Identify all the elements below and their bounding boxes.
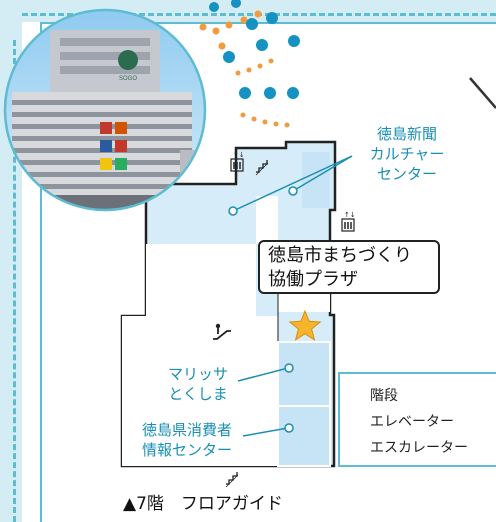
decorative-line [469, 77, 496, 109]
plaza-callout: 徳島市まちづくり 協働プラザ [258, 240, 440, 294]
room-consumer-center [277, 405, 331, 467]
corridor-south [122, 316, 278, 466]
frame-inner-line-left [40, 22, 42, 522]
corridor-center [256, 196, 278, 244]
decorative-dots [199, 0, 300, 128]
elevator-icon: ↑↓ [341, 211, 356, 232]
marissa-label: マリッサ とくしま [167, 365, 228, 403]
frame-inner-line-top [40, 22, 496, 24]
room-cultural-center [302, 152, 330, 208]
legend-row-elevator: エレベーター [346, 408, 496, 434]
escalator-icon [213, 323, 231, 340]
map-legend: 階段 エレベーター エスカレーター [338, 372, 496, 467]
legend-stairs-label: 階段 [370, 388, 398, 404]
svg-text:↑↓: ↑↓ [233, 151, 245, 159]
corridor-west [146, 244, 256, 318]
star-marker [288, 309, 322, 341]
cultural-center-label: 徳島新聞 カルチャー センター [369, 125, 445, 183]
elevator-icon: ↑↓ [230, 151, 245, 172]
legend-escalator-label: エスカレーター [370, 440, 468, 456]
building-sign: SOGO [119, 76, 137, 82]
frame-dashed-line-left [13, 40, 16, 522]
room-marissa [277, 341, 331, 407]
label-pointer-ends [228, 186, 298, 433]
legend-row-escalator: エスカレーター [346, 434, 496, 460]
consumer-center-label: 徳島県消費者 情報センター [141, 421, 232, 459]
legend-elevator-label: エレベーター [370, 414, 454, 430]
svg-text:↑↓: ↑↓ [344, 211, 356, 219]
label-pointers [232, 155, 353, 437]
legend-row-stairs: 階段 [346, 382, 496, 408]
floor-guide-caption: ▲7階 フロアガイド [123, 494, 283, 514]
photo-frame [3, 8, 207, 212]
